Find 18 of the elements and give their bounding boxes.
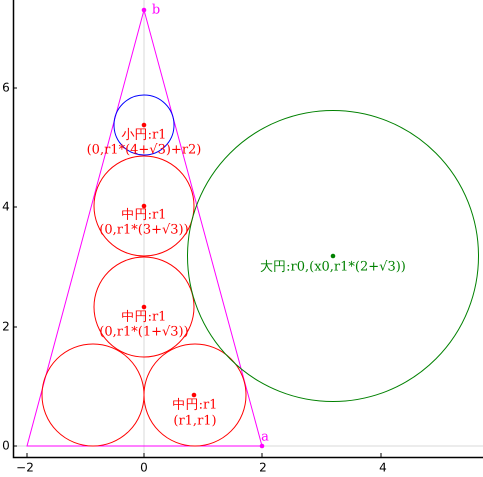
circle-label: 中円:r1 [122,310,166,324]
tick-label: 2 [259,460,267,476]
tick-label: 4 [379,460,387,476]
tick-label: 0 [140,460,148,476]
tick-label: −2 [16,460,34,476]
tick-label: 0 [2,438,10,454]
tick-label: 4 [2,200,10,214]
circle-label: 大円:r0,(x0,r1*(2+√3)) [260,260,406,274]
point-label: b [152,2,160,18]
tick-label: 2 [2,320,10,334]
coordinate-label: (0,r1*(1+√3)) [99,324,189,340]
coordinate-label: (r1,r1) [173,414,217,428]
point-label: a [261,430,269,444]
coordinate-label: (0,r1*(3+√3)) [99,222,189,238]
tick-label: 6 [2,80,10,96]
circle-label: 中円:r1 [122,208,166,222]
circle-label: 小円:r1 [122,128,166,142]
circle-label: 中円:r1 [172,398,218,412]
